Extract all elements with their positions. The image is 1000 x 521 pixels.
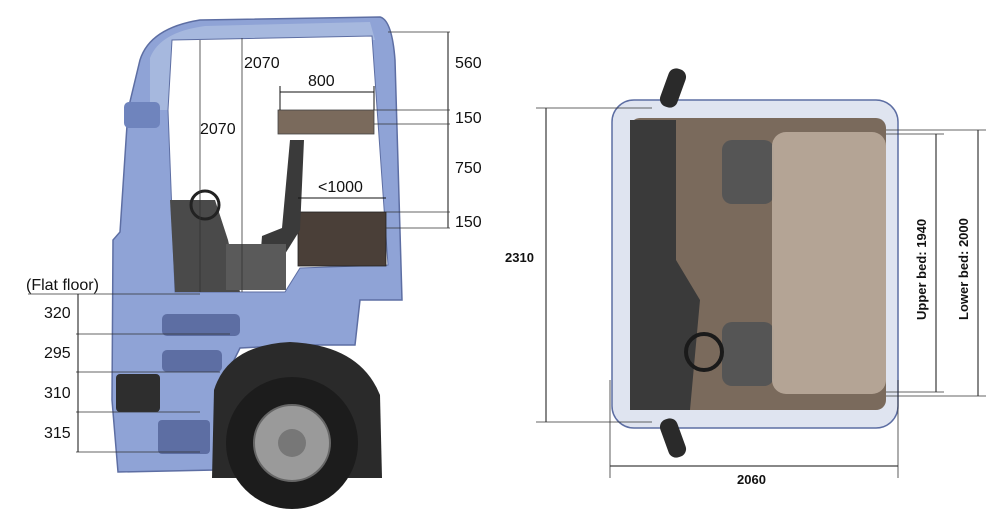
wheel-hub — [278, 429, 306, 457]
dashboard-top — [630, 120, 700, 410]
side-mirror — [124, 102, 160, 128]
step-3 — [116, 374, 160, 412]
step-4 — [158, 420, 210, 454]
step-1 — [162, 314, 240, 336]
upper-bed-length-label: Upper bed: 1940 — [914, 219, 929, 320]
steering-wheel — [189, 189, 221, 221]
cab-length-label: 2310 — [505, 250, 534, 265]
roof-to-upper-bed-label: 560 — [455, 55, 482, 72]
step-4-height-label: 315 — [44, 425, 71, 442]
mirror-top-left — [659, 68, 687, 108]
side-view: 2070 2070 800 <1000 560 150 750 150 (Fla… — [26, 16, 482, 509]
driver-seat-top — [722, 322, 774, 386]
passenger-seat-top — [722, 140, 774, 204]
bed-top — [772, 132, 886, 394]
step-1-height-label: 320 — [44, 305, 71, 322]
steering-wheel-top — [684, 332, 724, 372]
cab-width-label: 2060 — [737, 472, 766, 487]
interior-height-a-label: 2070 — [200, 121, 236, 138]
upper-bed-width-label: 800 — [308, 73, 335, 90]
step-3-height-label: 310 — [44, 385, 71, 402]
lower-bed-width-label: <1000 — [318, 179, 363, 196]
interior-height-b-label: 2070 — [244, 55, 280, 72]
dashboard — [170, 200, 240, 292]
lower-bed-length-label: Lower bed: 2000 — [956, 218, 971, 320]
lower-bed-thickness-label: 150 — [455, 214, 482, 231]
center-console — [226, 244, 286, 290]
upper-bed-thickness-label: 150 — [455, 110, 482, 127]
step-2 — [162, 350, 222, 372]
mirror-top-right — [659, 418, 687, 458]
driver-seat — [260, 140, 304, 262]
step-2-height-label: 295 — [44, 345, 71, 362]
top-view: 2310 2060 Upper bed: 1940 Lower bed: 200… — [505, 68, 986, 487]
upper-bed — [277, 109, 375, 135]
lower-bed — [297, 211, 387, 267]
flat-floor-label: (Flat floor) — [26, 277, 99, 294]
between-beds-label: 750 — [455, 160, 482, 177]
